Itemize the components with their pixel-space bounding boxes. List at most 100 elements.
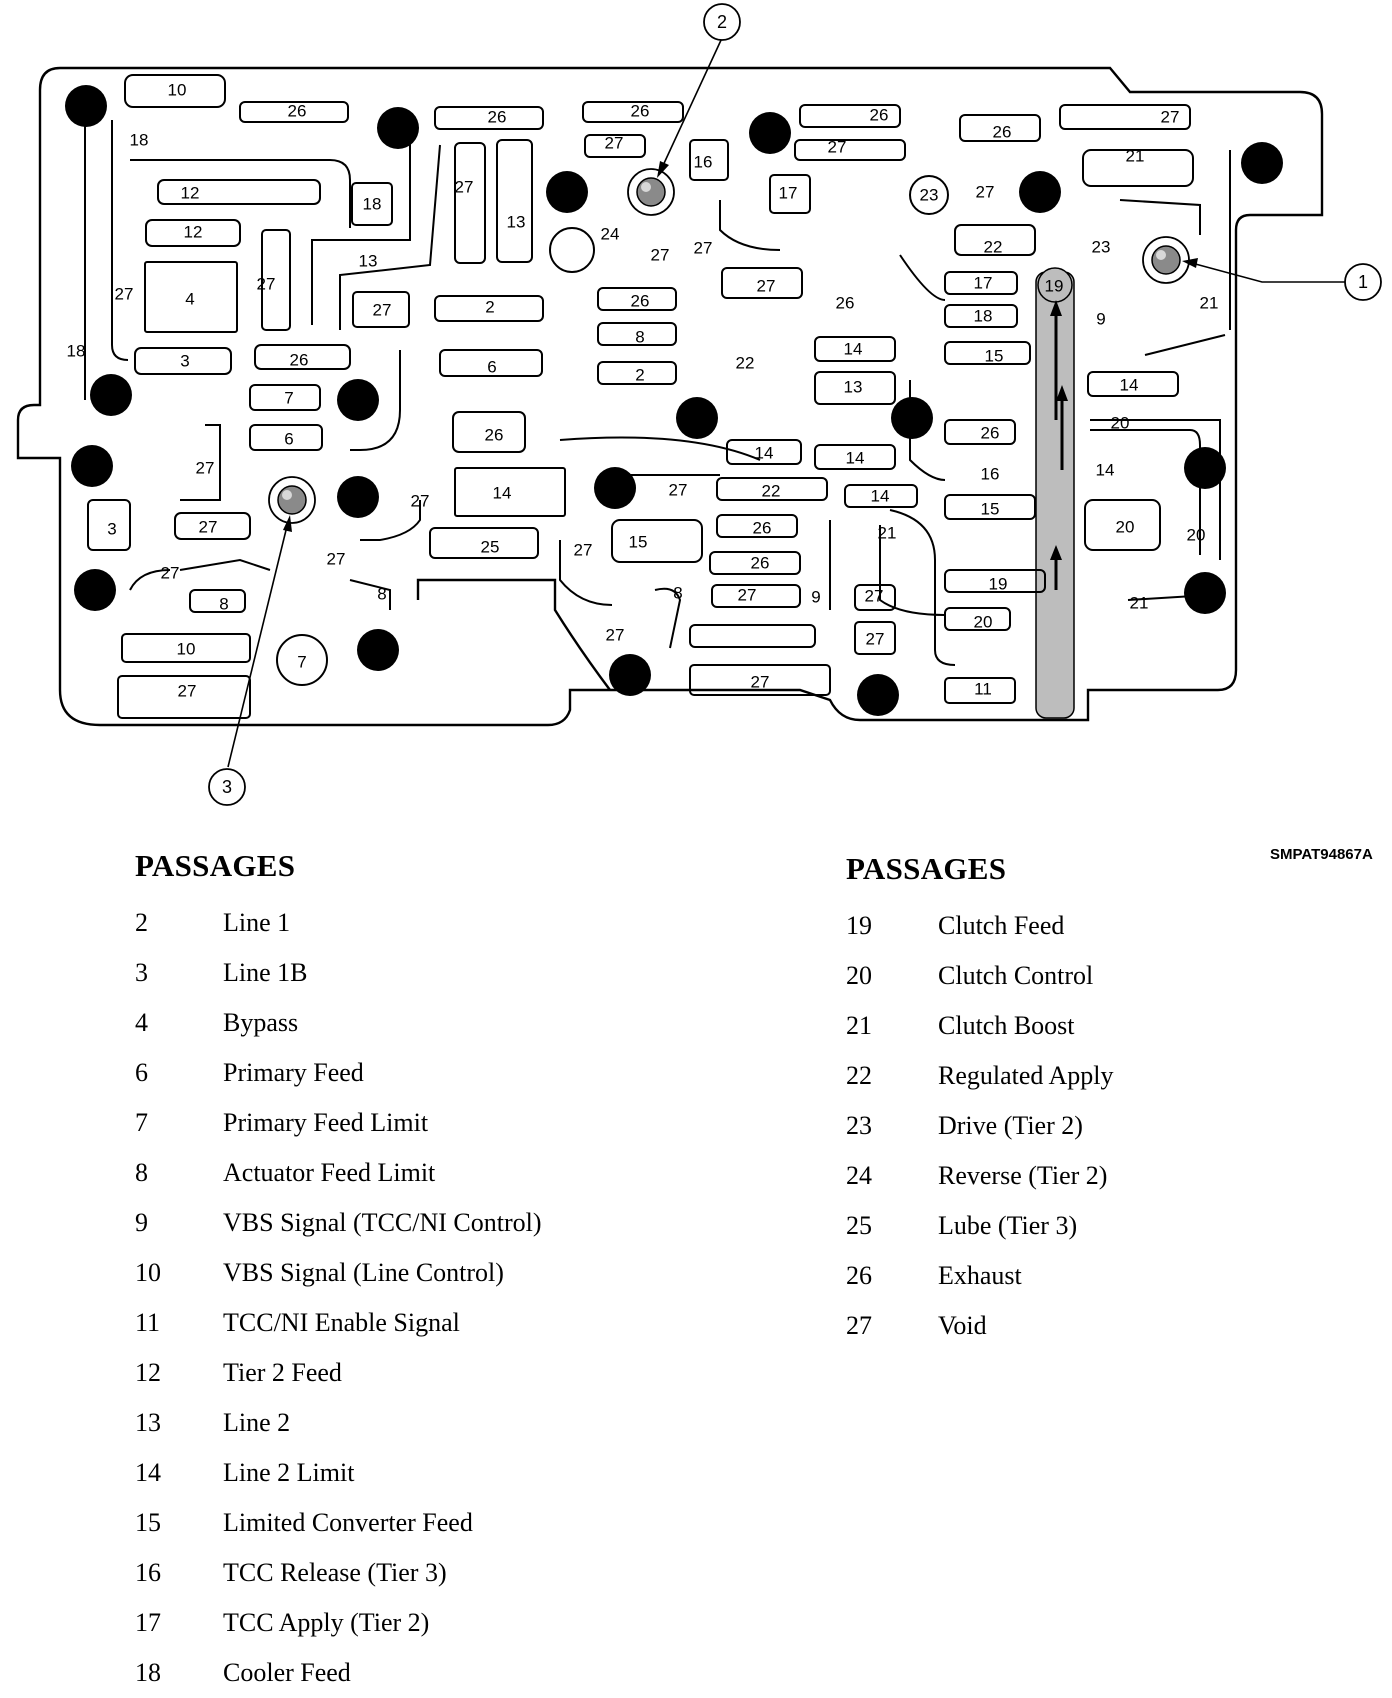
legend-item-name: Cooler Feed: [223, 1658, 351, 1687]
legend-heading: PASSAGES: [135, 848, 296, 883]
passage-label-27: 27: [605, 133, 624, 152]
callout-3: 3: [208, 515, 292, 806]
passage-label-26: 26: [631, 101, 650, 120]
passage-label-27: 27: [751, 672, 770, 691]
passage-label-26: 26: [753, 518, 772, 537]
passage-label-7: 7: [297, 652, 306, 671]
passage-label-27: 27: [757, 276, 776, 295]
legend-item-number: 4: [135, 1008, 148, 1037]
legend-item-number: 12: [135, 1358, 161, 1387]
legend-item-number: 21: [846, 1011, 872, 1040]
passage-label-27: 27: [574, 540, 593, 559]
legend-item-number: 8: [135, 1158, 148, 1187]
legend-item-name: Bypass: [223, 1008, 299, 1037]
passage-label-20: 20: [1111, 413, 1130, 432]
passage-label-27: 27: [411, 491, 430, 510]
passage-label-18: 18: [363, 194, 382, 213]
passage-label-3: 3: [107, 519, 116, 538]
passage-label-8: 8: [635, 327, 644, 346]
passage-label-13: 13: [507, 212, 526, 231]
legend-item-number: 9: [135, 1208, 148, 1237]
valve-body-diagram: 1 2 3 10 26 26 26 26 26 27 27 27 18 12 1…: [16, 3, 1382, 806]
legend-item-number: 15: [135, 1508, 161, 1537]
legend-item-number: 6: [135, 1058, 148, 1087]
passage-label-27: 27: [669, 480, 688, 499]
passage-label-27: 27: [866, 629, 885, 648]
passage-label-18: 18: [974, 306, 993, 325]
passage-label-27: 27: [651, 245, 670, 264]
legend-item-name: Exhaust: [938, 1261, 1022, 1290]
passage-label-21: 21: [1200, 293, 1219, 312]
legend-item: 16 TCC Release (Tier 3): [135, 1548, 542, 1598]
passage-label-27: 27: [178, 681, 197, 700]
legend-item-number: 16: [135, 1558, 161, 1587]
passage-label-19: 19: [1045, 276, 1064, 295]
passage-label-27: 27: [865, 586, 884, 605]
legend-item-number: 18: [135, 1658, 161, 1687]
passage-label-20: 20: [974, 612, 993, 631]
legend-item-name: TCC Release (Tier 3): [223, 1558, 447, 1587]
passage-label-27: 27: [327, 549, 346, 568]
passage-label-9: 9: [811, 587, 820, 606]
passage-label-27: 27: [976, 182, 995, 201]
flow-arrowhead: [1056, 385, 1068, 401]
legend-item-number: 25: [846, 1211, 872, 1240]
legend-item-number: 2: [135, 908, 148, 937]
valve-body-notch: [416, 578, 611, 691]
passage-label-27: 27: [196, 458, 215, 477]
passage-label-10: 10: [177, 639, 196, 658]
passage-label-6: 6: [487, 357, 496, 376]
passage-label-26: 26: [290, 350, 309, 369]
legend-item: 21 Clutch Boost: [846, 1001, 1113, 1051]
callout-2-number: 2: [717, 12, 727, 32]
passage-label-10: 10: [168, 80, 187, 99]
bolt-bosses: [65, 85, 1283, 716]
passage-label-22: 22: [762, 481, 781, 500]
legend-item: 9 VBS Signal (TCC/NI Control): [135, 1198, 542, 1248]
passage-label-13: 13: [359, 251, 378, 270]
legend-item-number: 11: [135, 1308, 161, 1337]
legend-item-name: VBS Signal (TCC/NI Control): [223, 1208, 542, 1237]
passage-label-11: 11: [974, 679, 992, 698]
passage-label-8: 8: [673, 583, 682, 602]
legend-item-name: Drive (Tier 2): [938, 1111, 1083, 1140]
legend-item-number: 26: [846, 1261, 872, 1290]
legend-item: 11 TCC/NI Enable Signal: [135, 1298, 542, 1348]
legend-item-name: Clutch Boost: [938, 1011, 1075, 1040]
passage-label-27: 27: [455, 177, 474, 196]
passage-label-27: 27: [373, 300, 392, 319]
drawing-code: SMPAT94867A: [1270, 846, 1373, 863]
passage-label-27: 27: [161, 563, 180, 582]
check-balls: [268, 168, 1190, 524]
legend-item-number: 13: [135, 1408, 161, 1437]
passage-label-19: 19: [989, 574, 1008, 593]
passage-label-2: 2: [635, 365, 644, 384]
legend-item-name: TCC/NI Enable Signal: [223, 1308, 460, 1337]
passage-label-15: 15: [629, 532, 648, 551]
callout-1-number: 1: [1358, 272, 1368, 292]
passage-label-17: 17: [974, 273, 993, 292]
passage-label-22: 22: [984, 237, 1003, 256]
passage-label-4: 4: [185, 289, 194, 308]
passage-label-12: 12: [181, 183, 200, 202]
passage-label-20: 20: [1187, 525, 1206, 544]
legend-item-name: TCC Apply (Tier 2): [223, 1608, 430, 1637]
shaded-passage-19-port: [1037, 267, 1073, 303]
legend-item-number: 19: [846, 911, 872, 940]
passage-label-20: 20: [1116, 517, 1135, 536]
flow-arrowhead: [1050, 545, 1062, 560]
legend-item-number: 7: [135, 1108, 148, 1137]
legend-item: 18 Cooler Feed: [135, 1648, 542, 1698]
passage-label-15: 15: [981, 499, 1000, 518]
